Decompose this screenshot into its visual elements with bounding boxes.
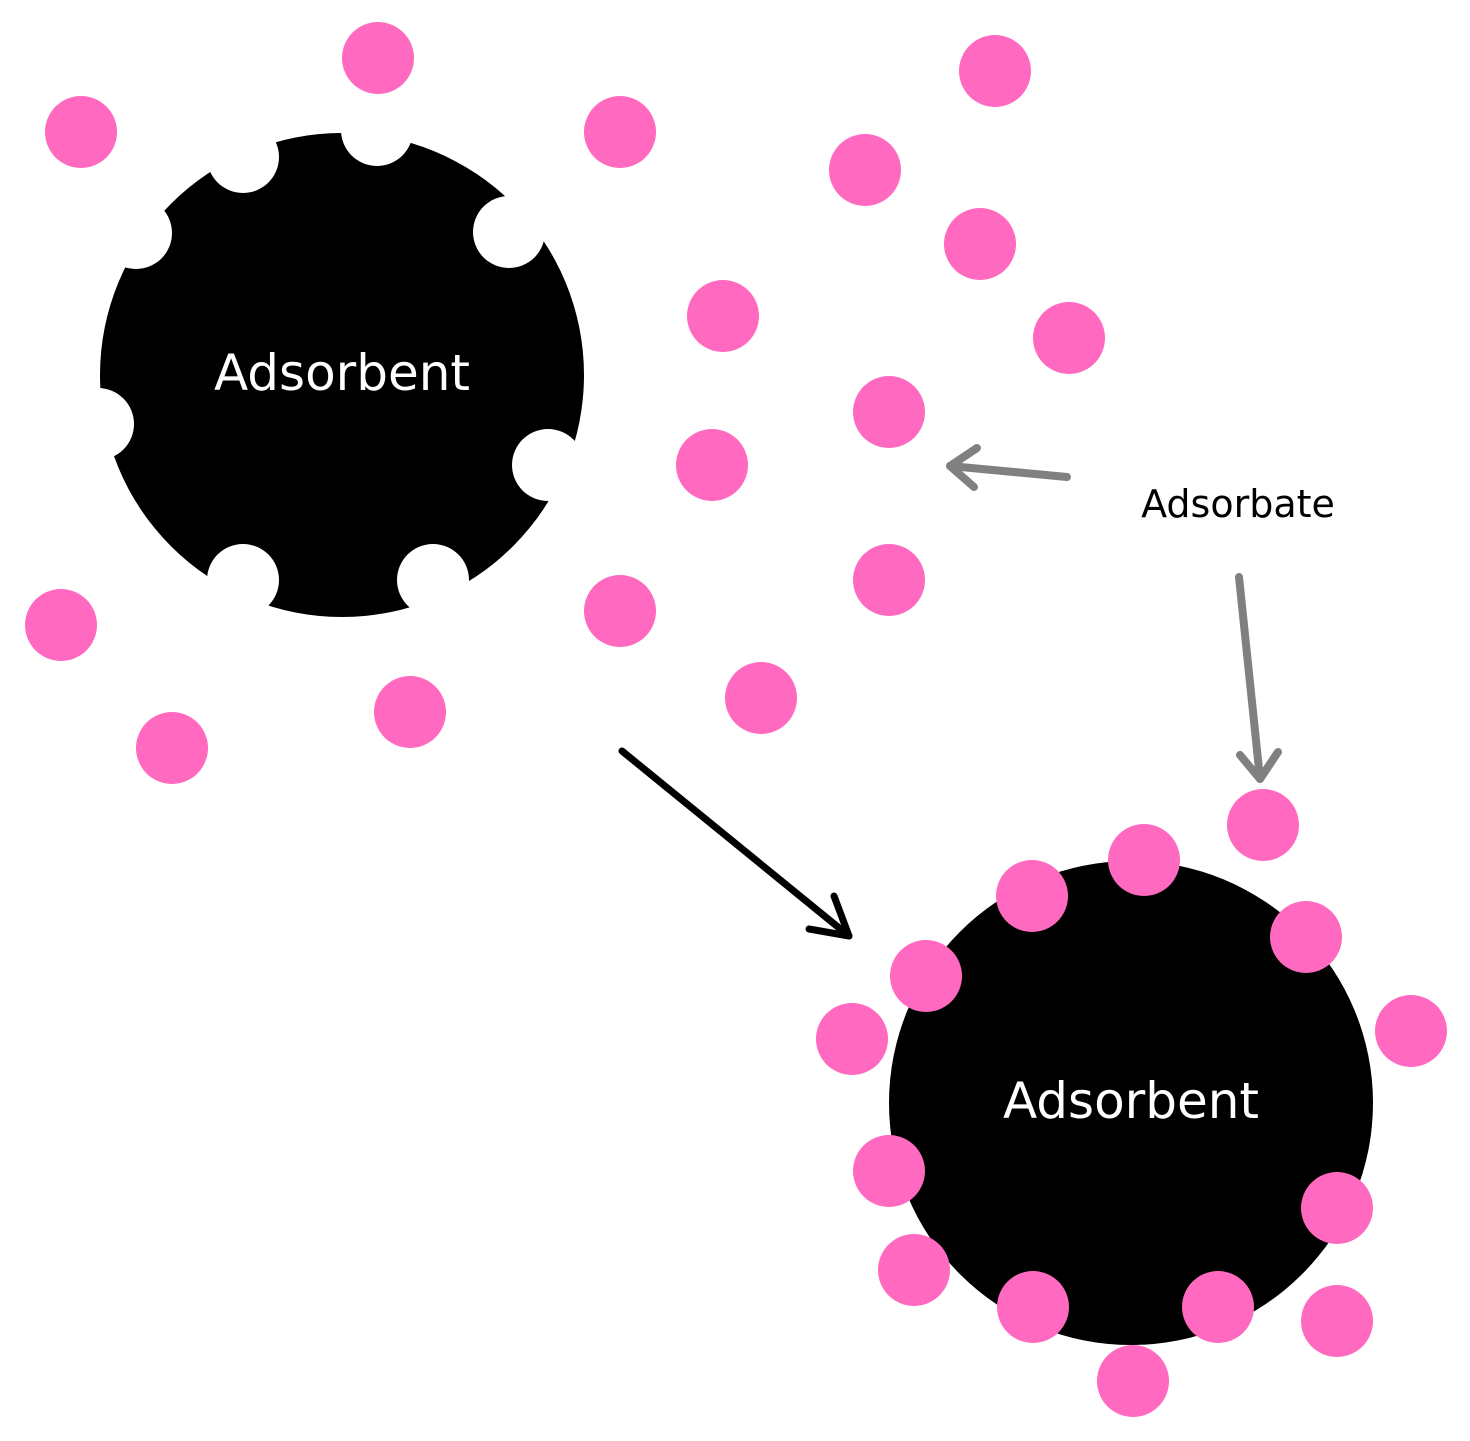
pointer-arrow-to-free-particle <box>946 444 1071 491</box>
adsorbate-particle <box>1033 302 1105 374</box>
adsorbed-particle <box>1375 995 1447 1067</box>
adsorbed-particle <box>878 1234 950 1306</box>
adsorbate-label: Adsorbate <box>1141 482 1335 526</box>
adsorbed-particle <box>1301 1285 1373 1357</box>
adsorbate-particle <box>136 712 208 784</box>
adsorbed-particle <box>816 1003 888 1075</box>
adsorbate-particle <box>959 35 1031 107</box>
adsorbed-particle <box>1097 1345 1169 1417</box>
adsorbed-particle <box>890 940 962 1012</box>
adsorbate-particle <box>374 676 446 748</box>
adsorbed-particle <box>1108 824 1180 896</box>
process-arrow <box>618 747 853 940</box>
adsorbent-before: Adsorbent <box>100 133 584 617</box>
adsorbed-particle <box>1270 901 1342 973</box>
adsorbed-particle <box>853 1135 925 1207</box>
adsorbate-particle <box>676 429 748 501</box>
adsorbent-after-label: Adsorbent <box>1003 1072 1259 1130</box>
adsorbed-particle <box>1301 1172 1373 1244</box>
adsorbed-particle <box>996 860 1068 932</box>
adsorbate-particle <box>45 96 117 168</box>
adsorbate-particle <box>725 662 797 734</box>
adsorbate-particle <box>584 575 656 647</box>
adsorbed-particles <box>816 789 1447 1417</box>
adsorbate-particle <box>853 544 925 616</box>
adsorbate-particle <box>25 589 97 661</box>
adsorbent-after: Adsorbent <box>889 861 1373 1345</box>
adsorbate-particle <box>829 134 901 206</box>
adsorbent-after-body <box>889 861 1373 1345</box>
adsorbed-particle <box>1182 1271 1254 1343</box>
adsorbate-particle <box>342 22 414 94</box>
adsorbed-particle <box>997 1271 1069 1343</box>
pointer-arrow-to-adsorbed-particle <box>1235 573 1282 783</box>
adsorbate-particle <box>584 96 656 168</box>
adsorbate-particle <box>944 208 1016 280</box>
adsorbent-before-label: Adsorbent <box>214 344 470 402</box>
free-adsorbate-particles <box>25 22 1105 784</box>
adsorbate-particle <box>853 376 925 448</box>
adsorbate-particle <box>687 280 759 352</box>
adsorbate-pointer-arrows <box>946 444 1282 783</box>
adsorbent-before-body <box>100 133 584 617</box>
adsorbed-particle <box>1227 789 1299 861</box>
